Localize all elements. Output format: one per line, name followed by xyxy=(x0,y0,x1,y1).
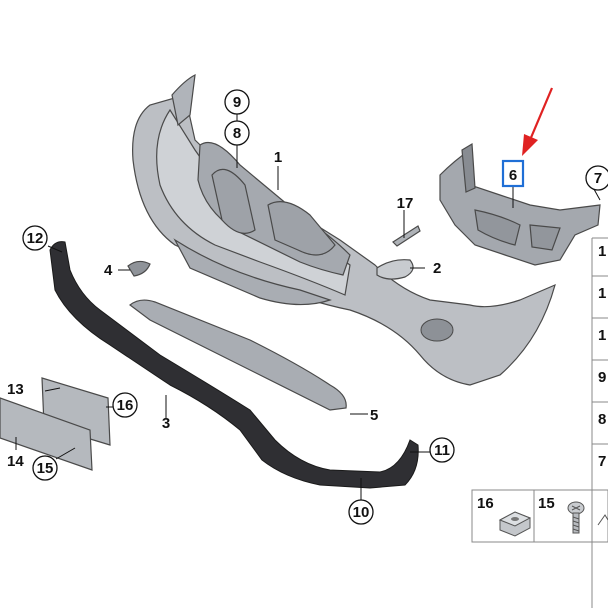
callout-9[interactable]: 9 xyxy=(224,89,250,115)
callout-5[interactable]: 5 xyxy=(370,407,378,424)
svg-text:7: 7 xyxy=(594,170,602,187)
small-bracket[interactable] xyxy=(392,225,421,247)
callout-10[interactable]: 10 xyxy=(348,499,374,525)
side-item-5: 8 xyxy=(598,411,606,428)
bracket-part-6[interactable] xyxy=(439,142,601,266)
callout-14[interactable]: 14 xyxy=(7,453,24,470)
washer-cover[interactable] xyxy=(376,259,414,280)
side-item-4: 9 xyxy=(598,369,606,386)
clip-nut-icon xyxy=(498,511,532,537)
svg-text:12: 12 xyxy=(27,230,44,247)
callout-15[interactable]: 15 xyxy=(32,455,58,481)
bumper-cover[interactable] xyxy=(132,73,556,386)
callout-4[interactable]: 4 xyxy=(104,262,113,279)
callout-8[interactable]: 8 xyxy=(224,120,250,146)
callout-12[interactable]: 12 xyxy=(22,225,48,251)
callout-1[interactable]: 1 xyxy=(274,149,282,166)
leader-lines xyxy=(15,113,601,500)
callout-11[interactable]: 11 xyxy=(429,437,455,463)
svg-text:16: 16 xyxy=(477,495,494,512)
side-item-3: 1 xyxy=(598,327,606,344)
callout-3[interactable]: 3 xyxy=(162,415,170,432)
legend-box-15[interactable]: 15 xyxy=(533,489,593,543)
svg-text:10: 10 xyxy=(353,504,370,521)
legend-box-partial xyxy=(591,489,608,543)
side-item-2: 1 xyxy=(598,285,606,302)
svg-text:8: 8 xyxy=(233,125,241,142)
side-item-1: 1 xyxy=(598,243,606,260)
callout-17[interactable]: 17 xyxy=(397,195,414,212)
screw-icon xyxy=(567,501,585,534)
side-index-column: 1 1 1 9 8 7 xyxy=(591,237,608,608)
svg-text:6: 6 xyxy=(509,167,517,184)
callout-7[interactable]: 7 xyxy=(585,165,608,191)
svg-text:16: 16 xyxy=(117,397,134,414)
spoiler-part-3[interactable] xyxy=(49,241,419,489)
callout-2[interactable]: 2 xyxy=(433,260,441,277)
lower-trim-strip[interactable] xyxy=(129,299,347,411)
svg-text:11: 11 xyxy=(434,442,450,459)
red-arrow-icon xyxy=(522,87,554,156)
legend-box-16[interactable]: 16 xyxy=(471,489,535,543)
callout-6-highlighted[interactable]: 6 xyxy=(501,159,525,188)
svg-text:15: 15 xyxy=(538,495,555,512)
tow-hook-cover[interactable] xyxy=(127,260,151,277)
callout-13[interactable]: 13 xyxy=(7,381,24,398)
side-item-6: 7 xyxy=(598,453,606,470)
svg-text:9: 9 xyxy=(233,94,241,111)
svg-text:15: 15 xyxy=(37,460,54,477)
callout-16[interactable]: 16 xyxy=(112,392,138,418)
